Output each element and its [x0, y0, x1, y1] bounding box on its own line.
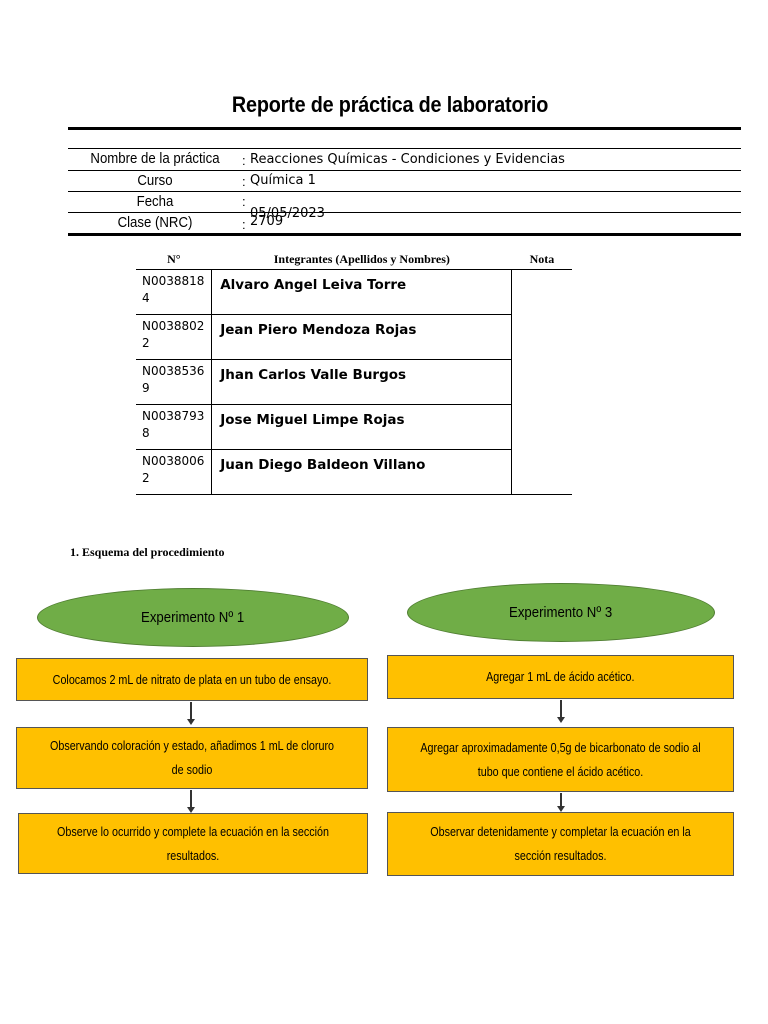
experiment-3-ellipse: Experimento Nº 3: [407, 583, 715, 642]
member-number: N00385369: [136, 359, 213, 405]
header-members: Integrantes (Apellidos y Nombres): [211, 249, 512, 270]
member-name: Jose Miguel Limpe Rojas: [211, 404, 513, 450]
arrow-3b-line: [560, 793, 562, 807]
header-number: N°: [136, 249, 212, 270]
section-title: 1. Esquema del procedimiento: [70, 545, 225, 559]
practice-label: Nombre de la práctica: [90, 150, 220, 167]
arrow-1b-line: [190, 790, 192, 808]
member-name: Jhan Carlos Valle Burgos: [211, 359, 513, 405]
table-row: N00385369 Jhan Carlos Valle Burgos: [136, 359, 572, 405]
table-row: N00387938 Jose Miguel Limpe Rojas: [136, 404, 572, 450]
member-number: N00388022: [136, 314, 213, 360]
rule-2: [68, 170, 741, 171]
rule-3: [68, 191, 741, 192]
member-number: N00388184: [136, 269, 213, 315]
arrow-down-icon: [557, 717, 565, 723]
experiment-1-title: Experimento Nº 1: [141, 609, 245, 626]
experiment-1-step-2: Observando coloración y estado, añadimos…: [16, 727, 368, 789]
experiment-1-step-1: Colocamos 2 mL de nitrato de plata en un…: [16, 658, 368, 701]
table-row: N00380062 Juan Diego Baldeon Villano: [136, 449, 572, 495]
member-name: Alvaro Angel Leiva Torre: [211, 269, 513, 315]
arrow-down-icon: [187, 807, 195, 813]
experiment-3-step-3: Observar detenidamente y completar la ec…: [387, 812, 734, 876]
class-value: 2709: [250, 214, 284, 229]
experiment-1-step-3: Observe lo ocurrido y complete la ecuaci…: [18, 813, 368, 874]
table-row: N00388184 Alvaro Angel Leiva Torre: [136, 269, 572, 495]
date-value: 05/05/2023: [250, 206, 325, 221]
member-number: N00380062: [136, 449, 213, 495]
course-colon: :: [242, 174, 246, 189]
members-header-row: N° Integrantes (Apellidos y Nombres) Not…: [136, 249, 572, 270]
date-colon: :: [242, 194, 246, 209]
table-row: N00388022 Jean Piero Mendoza Rojas: [136, 314, 572, 360]
practice-colon: :: [242, 153, 246, 168]
experiment-1-ellipse: Experimento Nº 1: [37, 588, 349, 647]
arrow-1a-line: [190, 702, 192, 720]
class-colon: :: [242, 217, 246, 232]
rule-4: [68, 212, 741, 213]
bottom-rule: [68, 233, 741, 236]
members-table: N° Integrantes (Apellidos y Nombres) Not…: [136, 249, 572, 495]
course-value: Química 1: [250, 173, 316, 188]
member-name: Jean Piero Mendoza Rojas: [211, 314, 513, 360]
rule-1: [68, 148, 741, 149]
course-label: Curso: [137, 172, 173, 189]
date-label: Fecha: [136, 193, 174, 210]
report-title: Reporte de práctica de laboratorio: [231, 92, 549, 117]
member-name: Juan Diego Baldeon Villano: [211, 449, 513, 495]
arrow-3a-line: [560, 700, 562, 718]
class-label: Clase (NRC): [117, 214, 193, 231]
grade-cell: [511, 269, 572, 495]
arrow-down-icon: [187, 719, 195, 725]
top-rule: [68, 127, 741, 130]
experiment-3-step-1: Agregar 1 mL de ácido acético.: [387, 655, 734, 699]
practice-value: Reacciones Químicas - Condiciones y Evid…: [250, 152, 565, 167]
experiment-3-title: Experimento Nº 3: [509, 604, 613, 621]
experiment-3-step-2: Agregar aproximadamente 0,5g de bicarbon…: [387, 727, 734, 792]
member-number: N00387938: [136, 404, 213, 450]
arrow-down-icon: [557, 806, 565, 812]
header-grade: Nota: [511, 249, 572, 270]
